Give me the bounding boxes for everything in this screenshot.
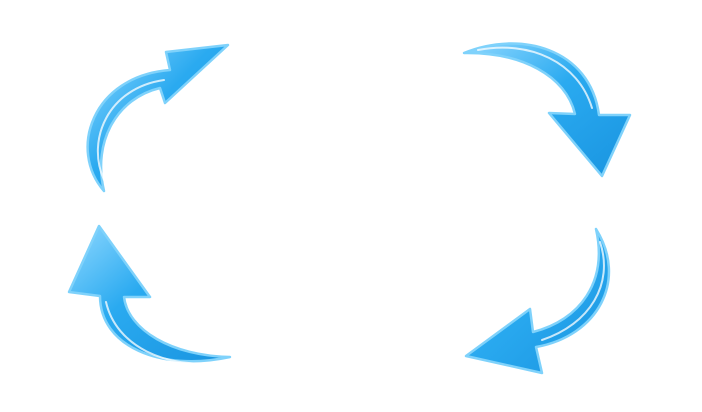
arrow-top-left-icon <box>86 43 230 193</box>
arrow-bottom-right-icon <box>464 227 611 375</box>
arrow-bottom-left-icon <box>67 224 232 365</box>
arrow-top-right-icon <box>462 42 632 178</box>
